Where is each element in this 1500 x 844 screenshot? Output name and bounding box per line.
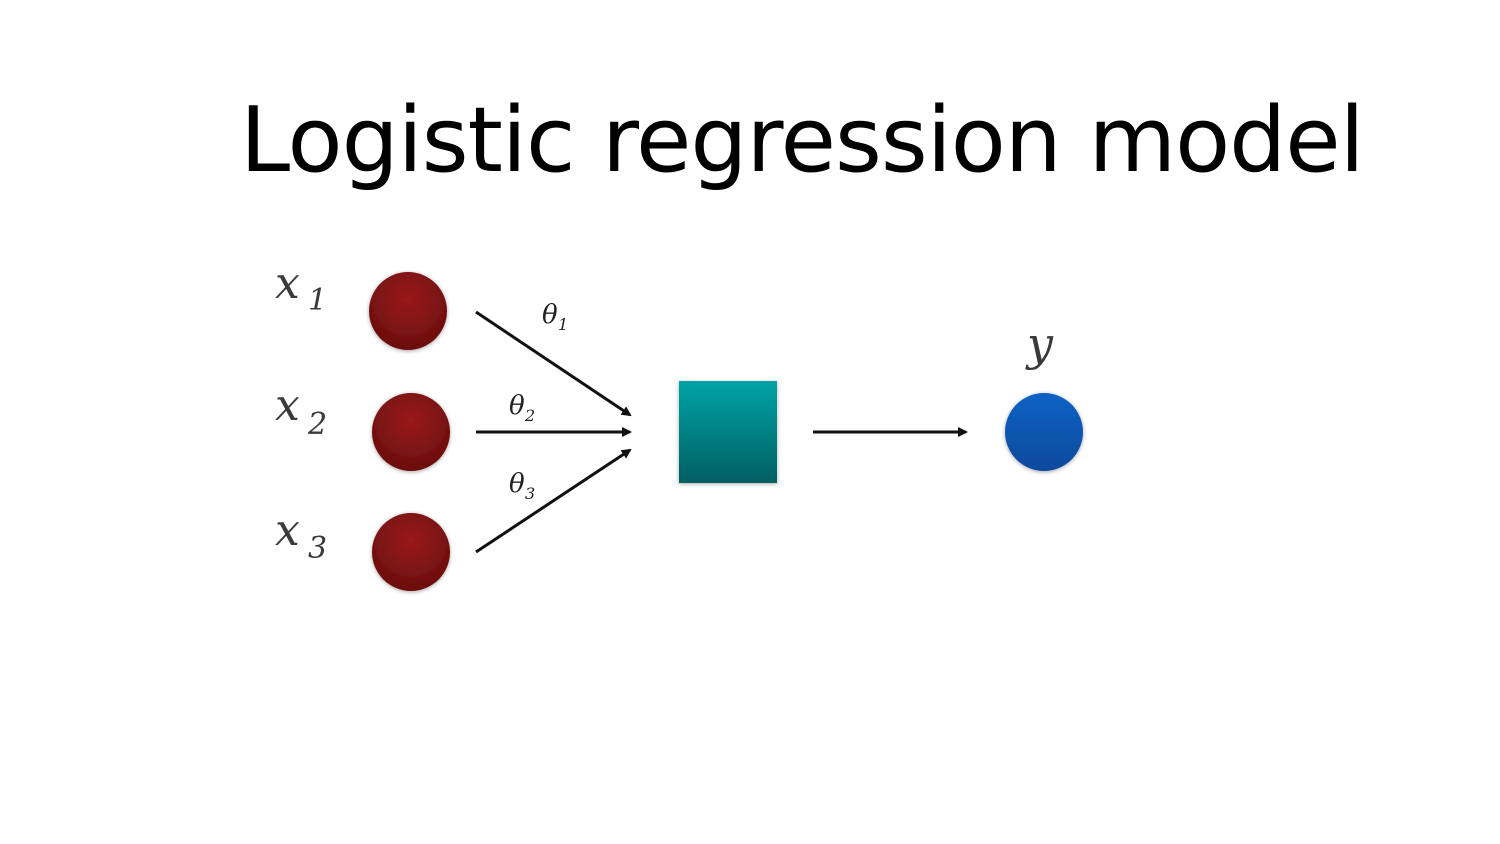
input-label-x1: x 1 xyxy=(275,258,327,318)
slide-title: Logistic regression model xyxy=(240,88,1365,193)
svg-text:x: x xyxy=(275,505,300,556)
svg-text:3: 3 xyxy=(525,484,535,503)
input-node-3 xyxy=(372,513,450,591)
input-node-2 xyxy=(372,393,450,471)
input-label-x2: x 2 xyxy=(275,380,327,442)
svg-text:θ: θ xyxy=(509,469,525,499)
input-node-1 xyxy=(369,272,447,350)
svg-text:θ: θ xyxy=(542,300,558,330)
svg-text:3: 3 xyxy=(308,531,327,566)
svg-text:1: 1 xyxy=(308,283,327,318)
svg-text:1: 1 xyxy=(558,315,568,334)
weight-label-theta2: θ 2 xyxy=(509,391,535,425)
edge-3 xyxy=(475,448,632,554)
input-label-x3: x 3 xyxy=(275,505,327,566)
svg-text:x: x xyxy=(275,380,300,431)
svg-text:2: 2 xyxy=(307,407,327,442)
svg-text:2: 2 xyxy=(524,406,535,425)
output-node xyxy=(1005,393,1083,471)
output-label-y: y xyxy=(1025,317,1054,371)
svg-text:x: x xyxy=(275,258,300,309)
logistic-unit xyxy=(679,381,777,483)
svg-text:θ: θ xyxy=(509,391,525,421)
weight-label-theta3: θ 3 xyxy=(509,469,535,503)
weight-label-theta1: θ 1 xyxy=(542,300,568,334)
edge-1 xyxy=(475,310,632,417)
